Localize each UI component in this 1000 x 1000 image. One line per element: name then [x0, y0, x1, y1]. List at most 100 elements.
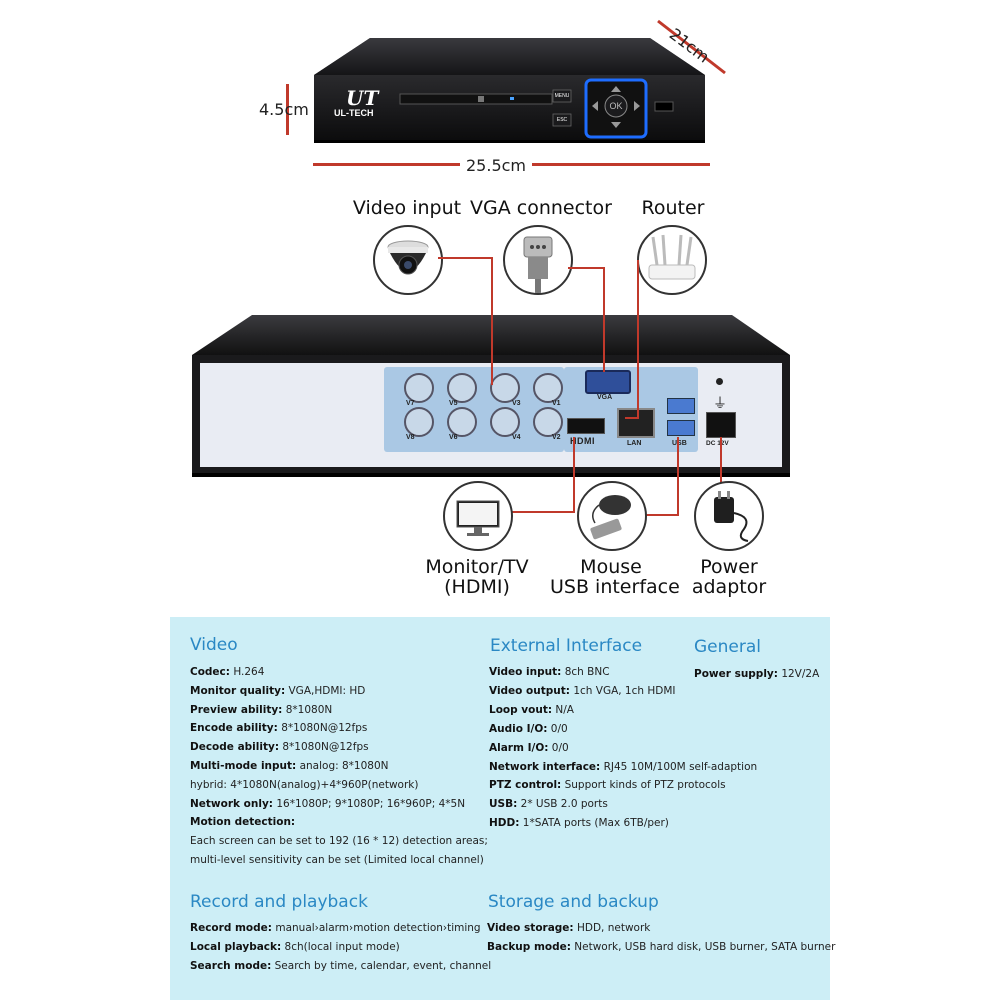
connector-line	[491, 257, 493, 385]
spec-key: HDD:	[489, 817, 520, 830]
spec-key: Encode ability:	[190, 722, 278, 735]
spec-line: Multi-mode input: analog: 8*1080N	[190, 760, 389, 772]
bnc-port	[404, 407, 434, 437]
video-section-title: Video	[190, 635, 238, 655]
hdmi-port	[567, 418, 605, 434]
spec-panel	[170, 617, 830, 1000]
spec-value: 8ch BNC	[564, 666, 610, 678]
spec-line: Encode ability: 8*1080N@12fps	[190, 722, 367, 734]
bnc-port	[447, 407, 477, 437]
connector-line	[637, 260, 639, 418]
lan-port-label: LAN	[627, 440, 642, 447]
spec-key: Network interface:	[489, 760, 601, 773]
connector-line	[438, 257, 492, 259]
storage-section-title: Storage and backup	[488, 892, 659, 912]
spec-value: multi-level sensitivity can be set (Limi…	[190, 854, 484, 866]
router-icon	[637, 225, 707, 295]
spec-value: 1ch VGA, 1ch HDMI	[573, 684, 676, 697]
external-section-title: External Interface	[490, 636, 643, 656]
spec-line: hybrid: 4*1080N(analog)+4*960P(network)	[190, 779, 418, 791]
bnc-port	[490, 373, 520, 403]
status-led	[716, 378, 723, 385]
dvr-front-illustration	[300, 20, 720, 155]
spec-value: 2* USB 2.0 ports	[520, 798, 608, 811]
spec-key: Video input:	[489, 666, 562, 678]
spec-key: Preview ability:	[190, 703, 283, 716]
bnc-port	[533, 407, 563, 437]
spec-line: Alarm I/O: 0/0	[489, 742, 569, 754]
spec-value: 12V/2A	[781, 668, 820, 680]
spec-value: 8*1080N@12fps	[282, 741, 369, 754]
connector-line	[510, 511, 575, 513]
usb-port	[667, 398, 695, 414]
spec-line: Local playback: 8ch(local input mode)	[190, 941, 400, 953]
usb-port-label: USB	[672, 440, 687, 447]
dc-power-label: DC 12V	[706, 440, 729, 447]
spec-line: Network interface: RJ45 10M/100M self-ad…	[489, 761, 757, 773]
vga-port-label: VGA	[597, 394, 613, 401]
spec-line: USB: 2* USB 2.0 ports	[489, 798, 608, 810]
vga-connector-label: VGA connector	[470, 197, 612, 219]
connector-line	[625, 417, 639, 419]
mouse-label: Mouse	[580, 556, 642, 578]
spec-line: Record mode: manual›alarm›motion detecti…	[190, 922, 481, 934]
spec-line: Each screen can be set to 192 (16 * 12) …	[190, 835, 488, 847]
bnc-label: V6	[449, 434, 458, 441]
spec-key: Backup mode:	[487, 940, 571, 953]
connector-line	[568, 267, 604, 269]
spec-value: 8*1080N	[285, 703, 333, 716]
bnc-port	[404, 373, 434, 403]
spec-line: Audio I/O: 0/0	[489, 723, 568, 735]
menu-button: MENU	[554, 93, 570, 99]
spec-line: Decode ability: 8*1080N@12fps	[190, 741, 369, 753]
spec-key: Local playback:	[190, 940, 282, 953]
power-label: Power	[700, 556, 758, 578]
spec-line: Loop vout: N/A	[489, 704, 574, 716]
bnc-label: V7	[406, 400, 415, 407]
router-label: Router	[641, 197, 705, 219]
bnc-label: V5	[449, 400, 458, 407]
adaptor-label: adaptor	[691, 576, 767, 598]
spec-line: Power supply: 12V/2A	[694, 668, 819, 680]
spec-line: Codec: H.264	[190, 666, 264, 678]
spec-line: HDD: 1*SATA ports (Max 6TB/per)	[489, 817, 669, 829]
lan-port	[617, 408, 655, 438]
spec-key: USB:	[489, 798, 518, 811]
ground-icon: ⏚	[713, 395, 727, 411]
spec-line: Network only: 16*1080P; 9*1080P; 16*960P…	[190, 798, 465, 810]
general-section-title: General	[694, 637, 761, 657]
spec-value: Support kinds of PTZ protocols	[564, 779, 726, 792]
spec-value: analog: 8*1080N	[299, 760, 389, 772]
connector-line	[573, 437, 575, 512]
hdmi-port-label: HDMI	[570, 436, 595, 446]
vga-plug-icon	[503, 225, 573, 295]
spec-line: Video output: 1ch VGA, 1ch HDMI	[489, 685, 676, 697]
brand-logo: UT	[346, 86, 379, 110]
spec-value: 0/0	[551, 741, 569, 754]
connector-line	[603, 267, 605, 372]
depth-dimension-line	[655, 18, 730, 78]
monitor-icon	[443, 481, 513, 551]
width-label: 25.5cm	[460, 156, 533, 175]
spec-key: Loop vout:	[489, 703, 553, 716]
video-input-label: Video input	[352, 197, 462, 219]
spec-value: manual›alarm›motion detection›timing	[275, 922, 481, 934]
spec-value: Network, USB hard disk, USB burner, SATA…	[574, 940, 836, 953]
mouse-usb-icon	[577, 481, 647, 551]
spec-value: hybrid: 4*1080N(analog)+4*960P(network)	[190, 778, 419, 791]
esc-button: ESC	[556, 117, 568, 123]
spec-key: Alarm I/O:	[489, 741, 549, 754]
connector-line	[720, 437, 722, 483]
height-label: 4.5cm	[259, 100, 309, 119]
dc-power-port	[706, 412, 736, 438]
spec-value: 1*SATA ports (Max 6TB/per)	[522, 817, 669, 830]
connector-line	[645, 514, 679, 516]
spec-value: HDD, network	[576, 922, 651, 934]
spec-value: 8*1080N@12fps	[281, 722, 368, 735]
bnc-label: V3	[512, 400, 521, 407]
connector-line	[677, 437, 679, 515]
spec-line: Video input: 8ch BNC	[489, 666, 610, 678]
spec-value: RJ45 10M/100M self-adaption	[603, 760, 758, 773]
spec-value: H.264	[233, 666, 265, 678]
spec-key: Decode ability:	[190, 741, 280, 754]
